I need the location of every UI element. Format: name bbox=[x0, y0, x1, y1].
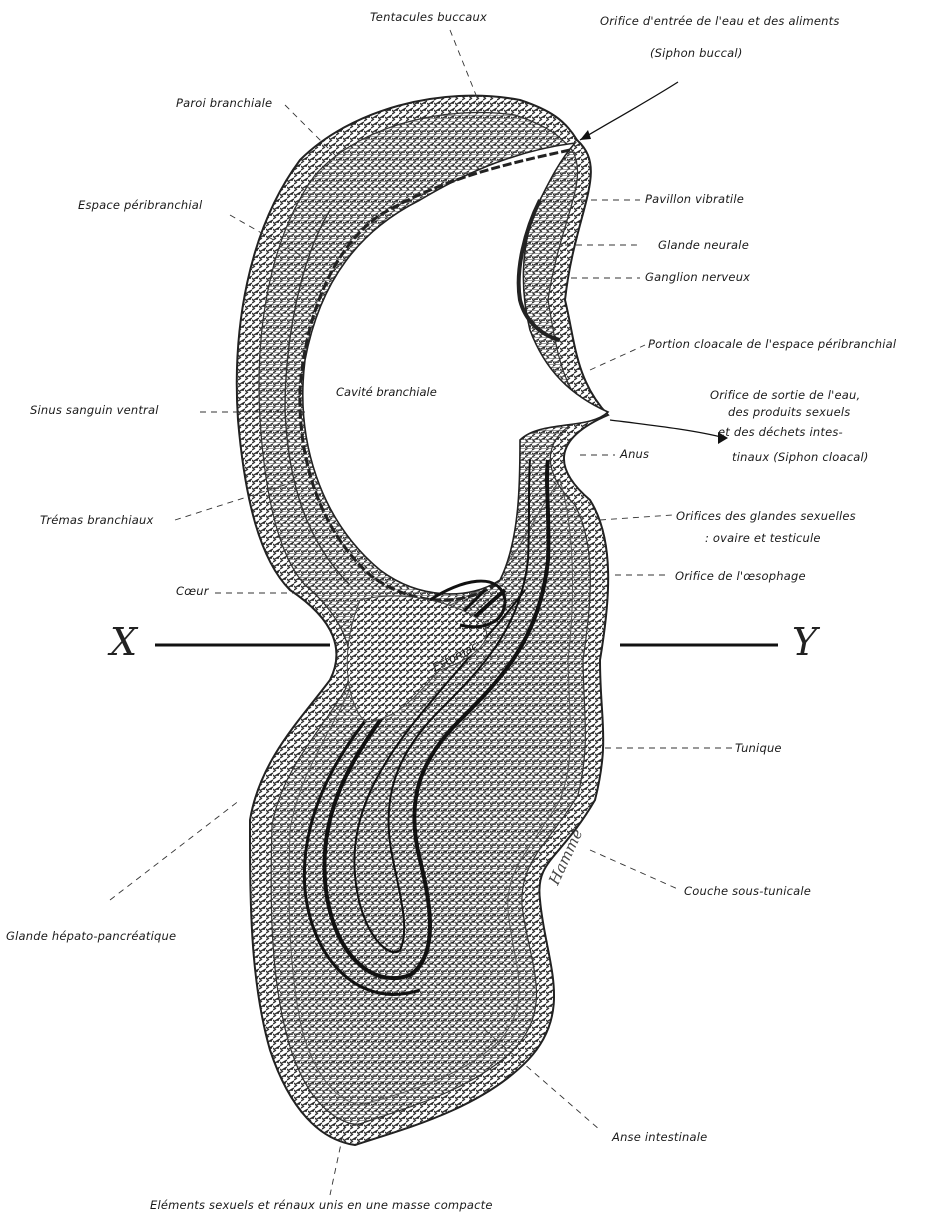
label-cavite: Cavité branchiale bbox=[336, 385, 437, 399]
label-elements: Eléments sexuels et rénaux unis en une m… bbox=[150, 1198, 493, 1212]
axis-x-label: X bbox=[110, 622, 137, 662]
label-siphon-buccal: (Siphon buccal) bbox=[650, 46, 743, 60]
label-orifice-sortie-4: tinaux (Siphon cloacal) bbox=[732, 450, 869, 464]
label-anus: Anus bbox=[620, 447, 649, 461]
label-pavillon: Pavillon vibratile bbox=[645, 192, 744, 206]
label-orifices-glandes-2: : ovaire et testicule bbox=[705, 531, 821, 545]
label-tunique: Tunique bbox=[735, 741, 782, 755]
label-orifice-sortie-3: et des déchets intes- bbox=[718, 425, 843, 439]
label-paroi-branchiale: Paroi branchiale bbox=[176, 96, 272, 110]
label-ganglion: Ganglion nerveux bbox=[645, 270, 750, 284]
label-espace-peri: Espace péribranchial bbox=[78, 198, 202, 212]
label-oesophage: Orifice de l'œsophage bbox=[675, 569, 806, 583]
exit-arrow bbox=[610, 420, 725, 438]
label-orifices-glandes-1: Orifices des glandes sexuelles bbox=[676, 509, 856, 523]
label-orifice-sortie-2: des produits sexuels bbox=[728, 405, 850, 419]
label-orifice-entree: Orifice d'entrée de l'eau et des aliment… bbox=[600, 14, 840, 28]
label-tentacules: Tentacules buccaux bbox=[370, 10, 487, 24]
label-sinus: Sinus sanguin ventral bbox=[30, 403, 159, 417]
label-glande-hepato: Glande hépato-pancréatique bbox=[6, 929, 176, 943]
entry-arrow bbox=[580, 82, 678, 140]
label-orifice-sortie-1: Orifice de sortie de l'eau, bbox=[710, 388, 860, 402]
label-glande-neurale: Glande neurale bbox=[658, 238, 749, 252]
label-tremas: Trémas branchiaux bbox=[40, 513, 154, 527]
label-couche: Couche sous-tunicale bbox=[684, 884, 811, 898]
axis-y-label: Y bbox=[792, 622, 817, 662]
label-coeur: Cœur bbox=[176, 584, 209, 598]
label-portion-cloacale: Portion cloacale de l'espace péribranchi… bbox=[648, 337, 896, 351]
label-anse: Anse intestinale bbox=[612, 1130, 707, 1144]
